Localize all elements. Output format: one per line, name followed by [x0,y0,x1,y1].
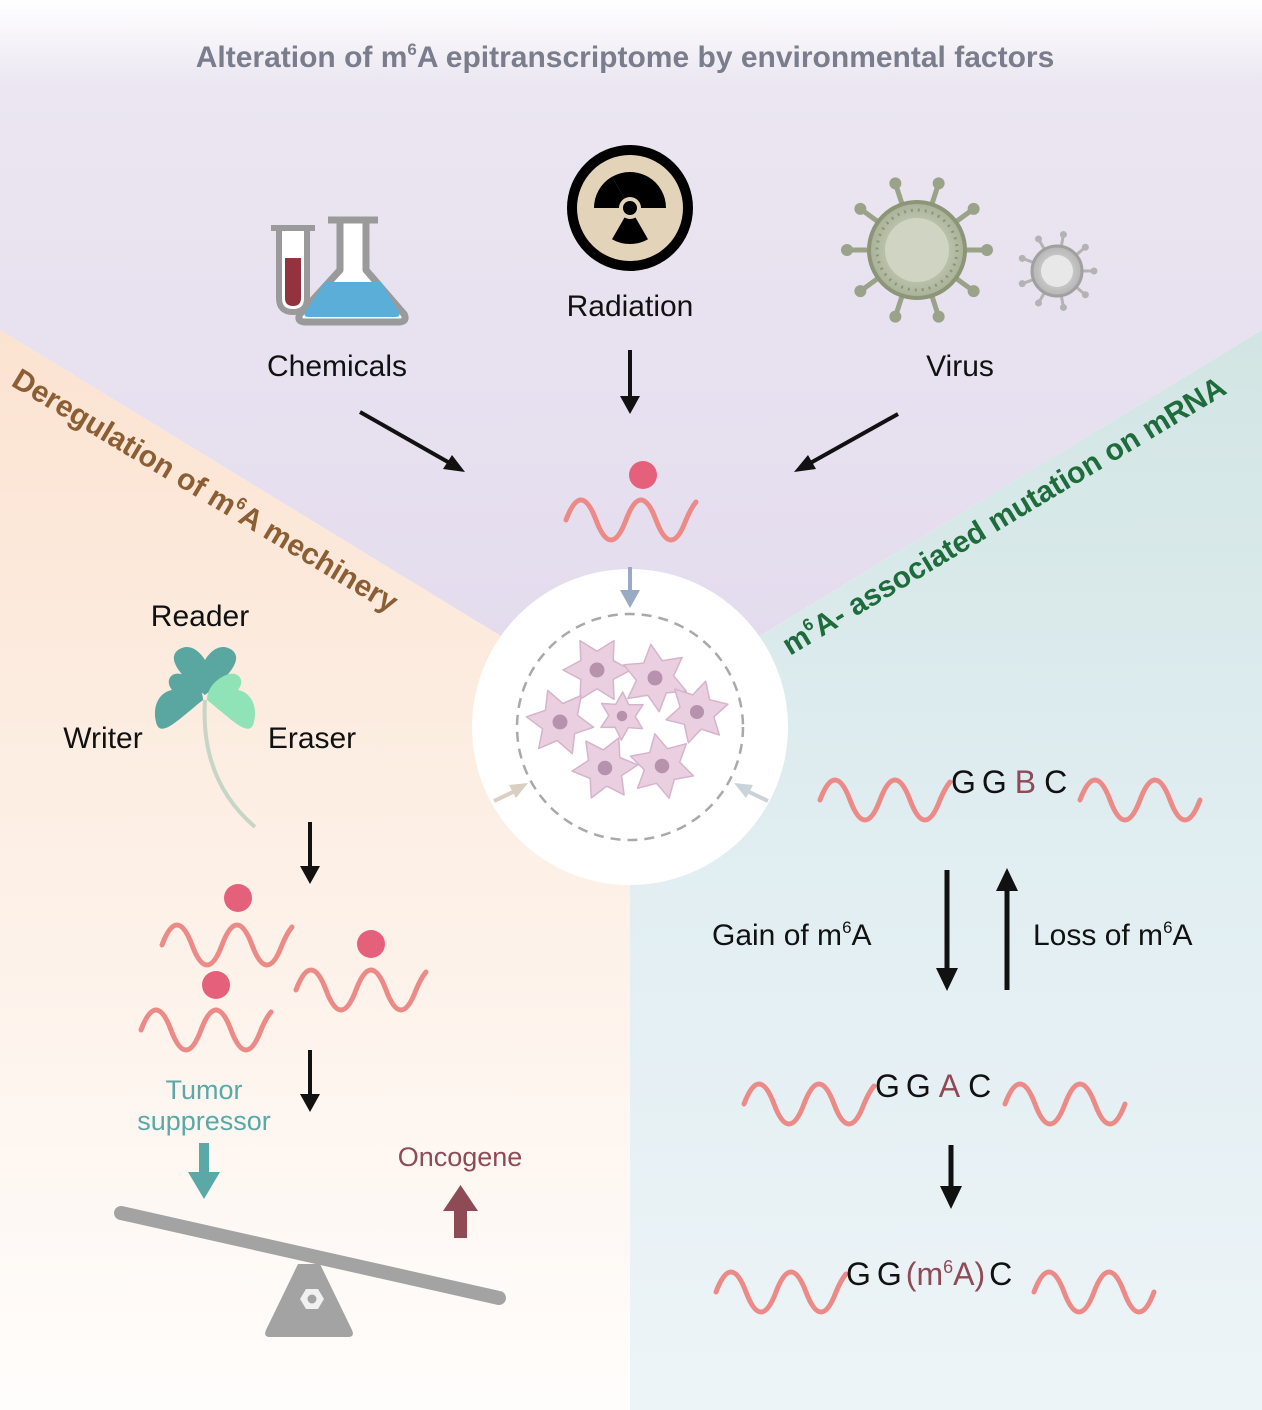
tumor-suppressor-label-line2: suppressor [137,1106,271,1136]
oncogene-label: Oncogene [398,1142,523,1172]
cell-boundary [515,612,745,842]
left-arrow-2-head [300,1094,320,1112]
rna-strand-right-3b [1031,1269,1157,1315]
cell-nucleus [616,710,628,722]
rna-strand-right-2a [741,1081,877,1127]
rna-strand-right-2b [1002,1081,1128,1127]
oncogene-arrowhead [443,1185,478,1211]
radiation-icon [567,145,693,271]
chemicals-label: Chemicals [267,350,407,383]
tumor-suppressor-label-line1: Tumor [165,1075,242,1105]
center-top-arrowhead [620,590,640,608]
virus-spike-tip [889,310,902,323]
tumor-suppressor-down-arrow [199,1143,209,1177]
chemicals-icon [271,216,409,326]
rna-strand-right-1b [1077,777,1203,823]
m6a-dot-top [629,461,657,489]
chemicals-arrow [359,410,456,468]
small-virus-icon [1018,231,1098,311]
chemicals-arrowhead [443,455,465,472]
clover-icon [154,647,257,829]
gain-arrowhead [936,968,958,991]
virus-spike-tip [1018,280,1026,288]
loss-of-m6a-label: Loss of m6A [1033,918,1193,952]
center-right-arrowhead [734,783,753,798]
cell-nucleus [552,714,568,730]
reader-label: Reader [151,600,249,633]
virus-spike-tip [889,177,902,190]
cell-nucleus [597,760,613,776]
cell-nucleus [589,662,605,678]
cell-nucleus [654,758,670,774]
virus-arrow [804,412,899,468]
tumor-suppressor-arrowhead [188,1172,220,1199]
rna-strand-left-3 [138,1007,274,1053]
cell-nucleus [647,670,663,686]
virus-spike-tip [967,202,980,215]
virus-label: Virus [926,350,994,383]
rna-strand-right-1a [817,777,953,823]
center-left-arrow [493,789,516,803]
virus-icon [841,177,993,323]
virus-spike-tip [1059,231,1067,239]
writer-label: Writer [63,722,142,755]
virus-arrowhead [794,455,816,472]
virus-spike-tip [841,244,853,256]
virus-spike-tip [932,177,945,190]
virus-spike-tip [967,285,980,298]
m6a-dot-left-3 [202,971,230,999]
virus-spike-tip [1059,303,1067,311]
m6a-dot-left-1 [224,884,252,912]
rna-strand-top [563,497,699,543]
rna-strand-left-2 [293,967,429,1013]
left-arrow-1-head [300,866,320,884]
m6a-dot-left-2 [357,930,385,958]
virus-spike-tip [1035,299,1042,307]
virus-spike-tip [1035,235,1042,243]
center-left-arrowhead [509,783,528,798]
gain-of-m6a-label: Gain of m6A [712,918,872,952]
virus-spike-tip [1018,254,1026,262]
virus-spike-tip [1081,243,1089,251]
oncogene-up-arrow [454,1205,467,1238]
rna-strand-left-1 [159,922,295,968]
cancer-cells [525,639,729,799]
radiation-arrowhead [620,396,640,414]
virus-spike-tip [932,310,945,323]
loss-arrowhead [996,868,1018,891]
virus-spike-tip [854,202,867,215]
virus-spike-tip [981,244,993,256]
virus-spike-tip [1081,291,1089,299]
virus-spike-tip [1090,267,1098,275]
virus-spike-tip [854,285,867,298]
center-right-arrow [746,789,769,803]
mutation-arrowhead [940,1186,962,1209]
eraser-label: Eraser [268,722,356,755]
rna-strand-right-3a [713,1269,849,1315]
cell-nucleus [689,704,705,720]
radiation-label: Radiation [567,290,694,323]
diagram-title: Alteration of m6A epitranscriptome by en… [196,40,1055,74]
seesaw-icon [114,1206,506,1337]
